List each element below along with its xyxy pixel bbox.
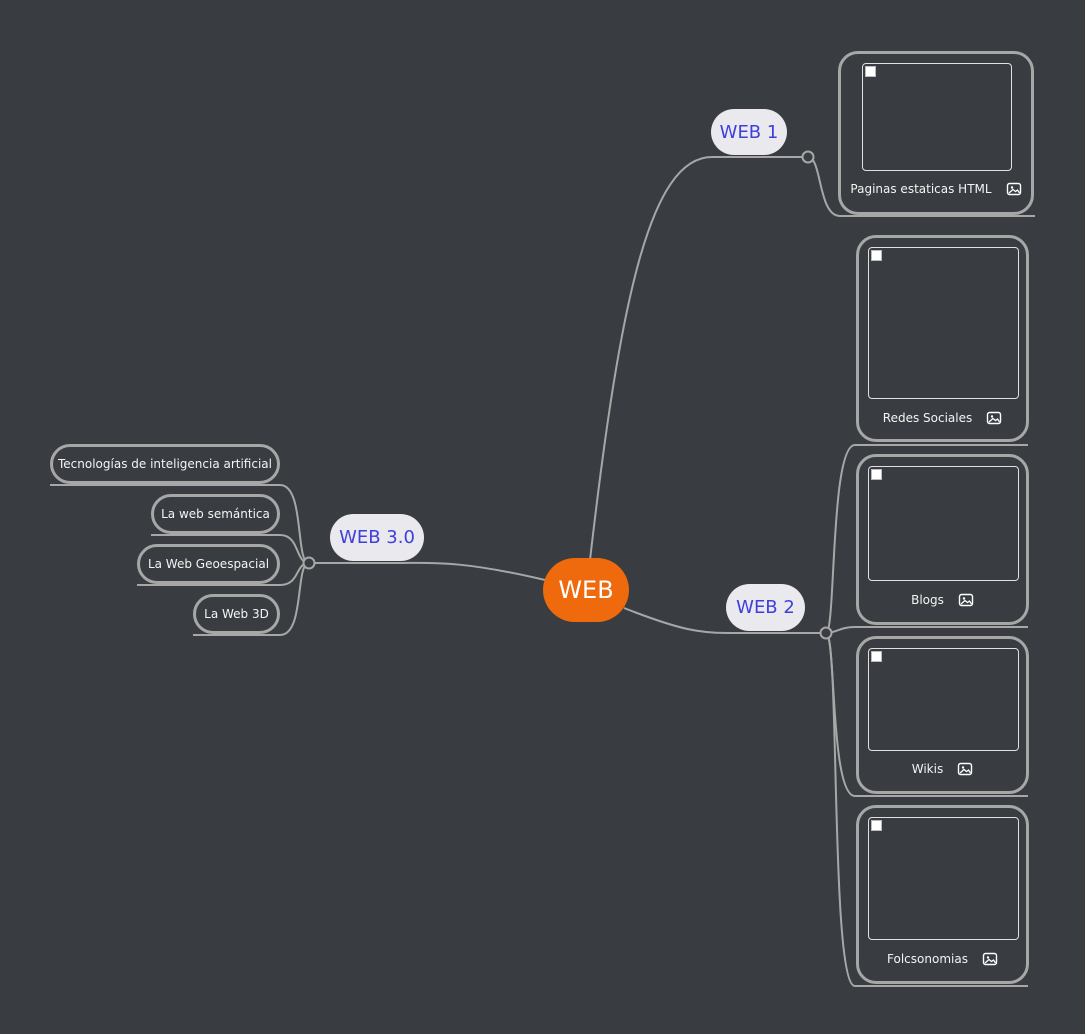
leaf-web-geoespacial[interactable]: La Web Geoespacial	[137, 544, 280, 584]
image-icon[interactable]	[982, 952, 998, 966]
branch-web2[interactable]: WEB 2	[726, 584, 805, 631]
broken-image-icon	[865, 66, 876, 77]
leaf-tecnologias-ia[interactable]: Tecnologías de inteligencia artificial	[50, 444, 280, 484]
image-placeholder	[862, 63, 1012, 171]
image-icon[interactable]	[957, 762, 973, 776]
image-node-redes-sociales[interactable]: Redes Sociales	[856, 235, 1029, 442]
leaf-web-semantica[interactable]: La web semántica	[151, 494, 280, 534]
broken-image-icon	[871, 250, 882, 261]
leaf-web-3d[interactable]: La Web 3D	[193, 594, 280, 634]
image-placeholder	[868, 817, 1019, 940]
image-placeholder	[868, 247, 1019, 399]
branch-web1[interactable]: WEB 1	[711, 109, 787, 155]
node-caption: Wikis	[911, 762, 944, 776]
web2-collapse-handle	[819, 626, 833, 640]
image-icon[interactable]	[1006, 182, 1022, 196]
image-node-paginas-estaticas[interactable]: Paginas estaticas HTML	[838, 51, 1034, 215]
branch-web3[interactable]: WEB 3.0	[330, 514, 424, 561]
web1-collapse-handle	[801, 150, 815, 164]
image-icon[interactable]	[986, 411, 1002, 425]
central-topic-web[interactable]: WEB	[543, 558, 629, 622]
broken-image-icon	[871, 820, 882, 831]
node-caption: Blogs	[911, 593, 944, 607]
node-caption: Paginas estaticas HTML	[850, 182, 992, 196]
web3-collapse-handle	[302, 556, 316, 570]
node-caption: Redes Sociales	[882, 411, 973, 425]
image-placeholder	[868, 466, 1019, 581]
image-node-wikis[interactable]: Wikis	[856, 636, 1029, 794]
broken-image-icon	[871, 651, 882, 662]
broken-image-icon	[871, 469, 882, 480]
image-placeholder	[868, 648, 1019, 751]
image-node-folcsonomias[interactable]: Folcsonomias	[856, 805, 1029, 984]
image-icon[interactable]	[958, 593, 974, 607]
image-node-blogs[interactable]: Blogs	[856, 454, 1029, 625]
node-caption: Folcsonomias	[887, 952, 968, 966]
